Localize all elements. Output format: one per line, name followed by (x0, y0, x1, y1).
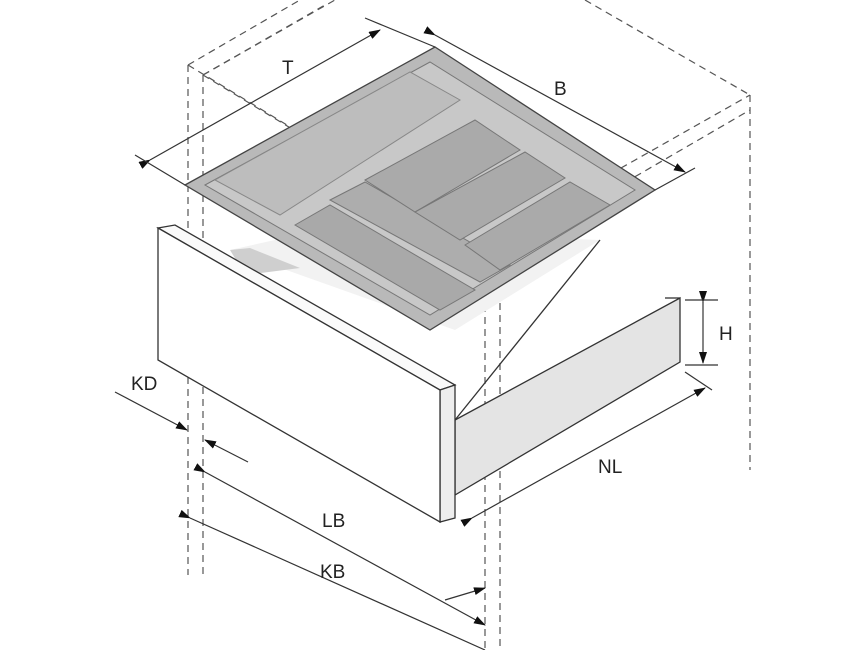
label-width-B: B (554, 79, 567, 100)
label-NL: NL (598, 457, 622, 478)
dimension-lines (114, 17, 718, 650)
label-KD: KD (131, 374, 157, 395)
label-depth-T: T (282, 58, 294, 79)
label-height-H: H (719, 324, 733, 345)
label-KB: KB (320, 562, 345, 583)
label-LB: LB (322, 511, 345, 532)
